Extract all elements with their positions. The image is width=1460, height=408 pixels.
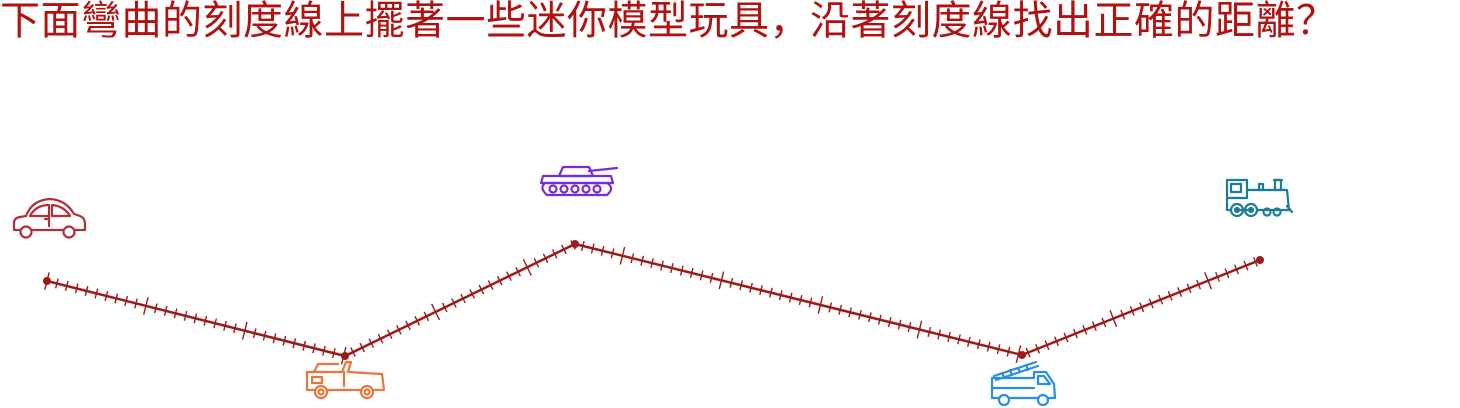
jeep-icon [305,360,386,400]
car-icon [12,197,87,239]
question-text: 下面彎曲的刻度線上擺著一些迷你模型玩具，沿著刻度線找出正確的距離？ [0,0,1337,44]
tick-marks [44,240,1258,365]
line-vertex-end [1256,256,1264,264]
bent-number-line [46,242,1261,358]
line-vertex-2 [341,352,349,360]
train-icon [1225,178,1294,218]
line-vertex-3 [571,240,579,248]
tank-icon [539,165,619,197]
line-vertex-start [43,277,51,285]
line-vertex-4 [1018,351,1026,359]
fire-truck-icon [990,360,1057,407]
